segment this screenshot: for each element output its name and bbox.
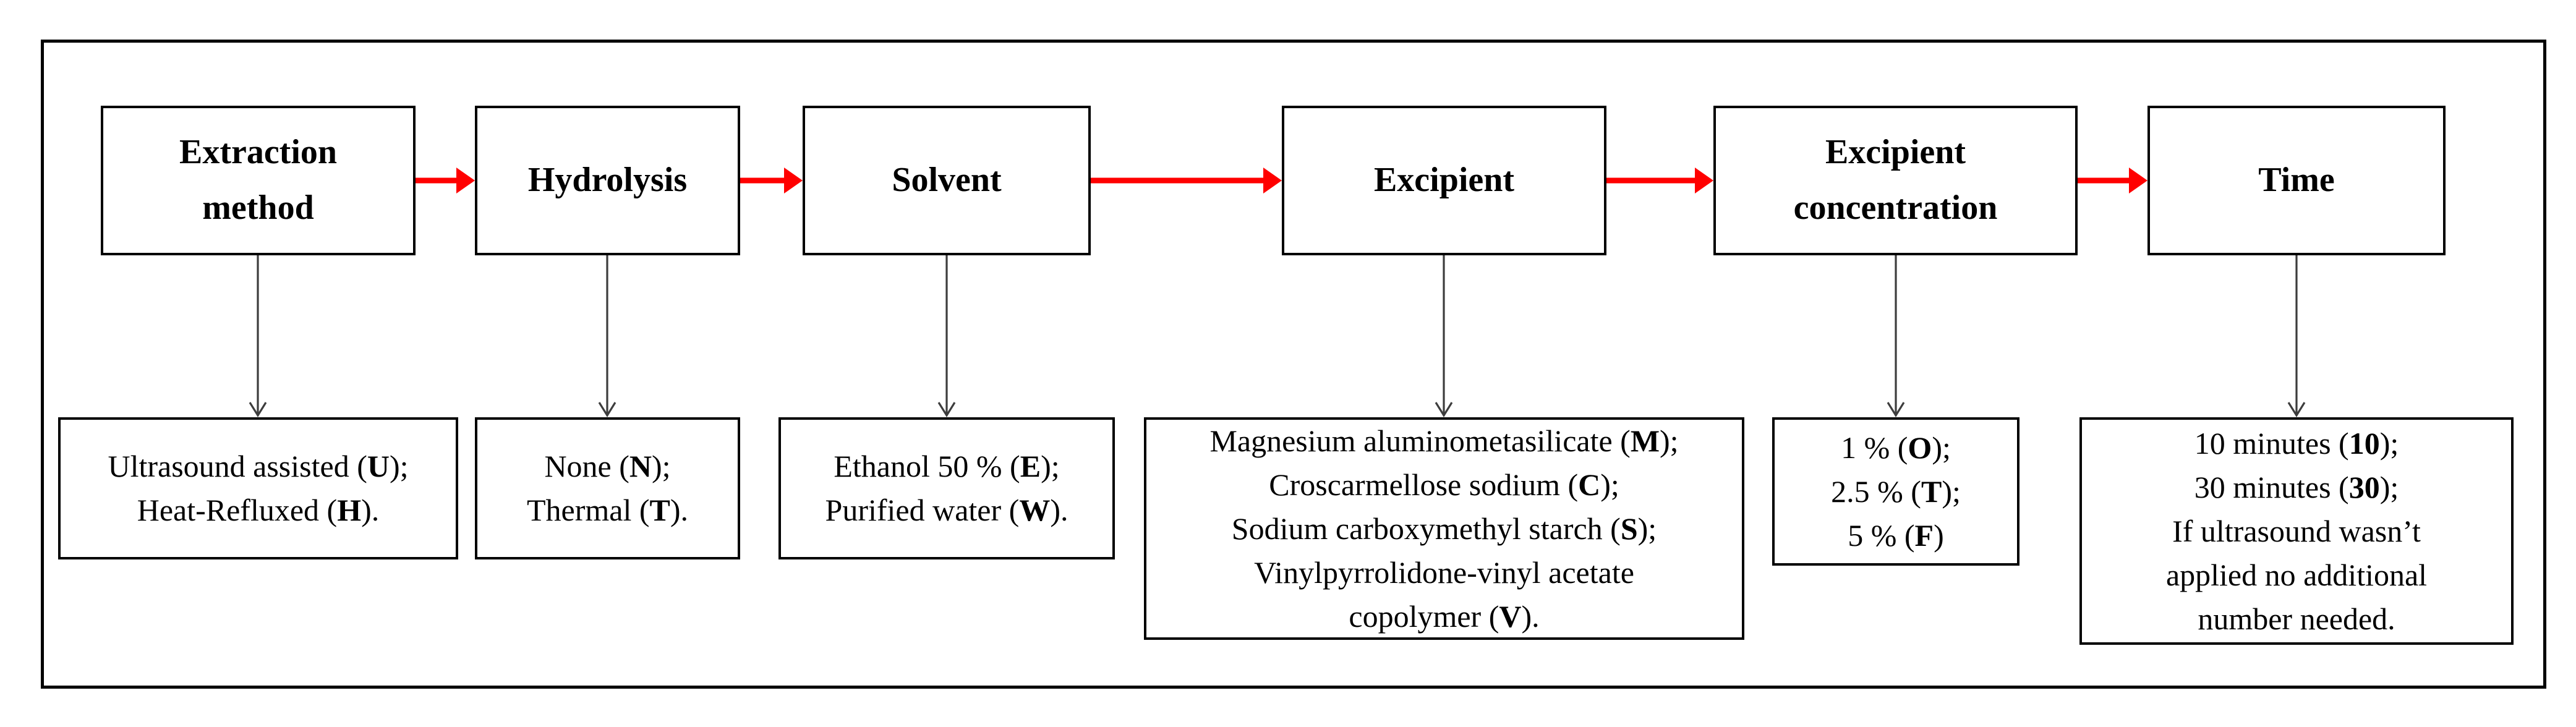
flow-arrow-icon-3 xyxy=(1091,167,1282,194)
down-arrow-icon-solvent xyxy=(937,255,956,418)
flow-arrow-icon-4 xyxy=(1606,167,1713,194)
step-box-excipient: Excipient xyxy=(1282,106,1606,255)
step-title-time: Time xyxy=(2258,161,2335,200)
option-line: 30 minutes (30); xyxy=(2194,469,2399,504)
figure-outer-border xyxy=(41,40,2546,689)
options-lines: 10 minutes (10); 30 minutes (30); If ultra… xyxy=(2082,422,2511,641)
option-line: Ultrasound assisted (U); xyxy=(108,449,409,483)
option-line: Magnesium aluminometasilicate (M); xyxy=(1209,423,1679,458)
step-box-excipient-concentration: Excipient concentration xyxy=(1713,106,2078,255)
options-box-excipient: Magnesium aluminometasilicate (M); Crosca… xyxy=(1144,417,1744,640)
step-title-excipient: Excipient xyxy=(1373,161,1515,200)
flow-arrow-icon-5 xyxy=(2078,167,2147,194)
option-line: Vinylpyrrolidone-vinyl acetate xyxy=(1254,555,1634,590)
option-line: 5 % (F) xyxy=(1848,517,1944,553)
options-box-excipient-concentration: 1 % (O); 2.5 % (T); 5 % (F) xyxy=(1772,417,2019,566)
step-title-solvent: Solvent xyxy=(892,161,1002,200)
option-line: Croscarmellose sodium (C); xyxy=(1269,467,1619,502)
options-lines: Magnesium aluminometasilicate (M); Crosca… xyxy=(1146,419,1742,639)
down-arrow-icon-hydrolysis xyxy=(598,255,616,418)
down-arrow-icon-excipient-concentration xyxy=(1887,255,1905,418)
step-box-hydrolysis: Hydrolysis xyxy=(475,106,740,255)
option-line: Thermal (T). xyxy=(526,493,689,527)
option-line: 1 % (O); xyxy=(1841,430,1951,465)
flow-arrow-icon-1 xyxy=(416,167,475,194)
step-box-extraction-method: Extraction method xyxy=(101,106,416,255)
options-box-hydrolysis: None (N); Thermal (T). xyxy=(475,417,740,559)
options-lines: Ultrasound assisted (U); Heat-Refluxed (H… xyxy=(61,444,456,532)
step-box-time: Time xyxy=(2147,106,2446,255)
step-box-solvent: Solvent xyxy=(803,106,1091,255)
down-arrow-icon-excipient xyxy=(1435,255,1453,418)
option-line: copolymer (V). xyxy=(1349,598,1540,634)
options-box-extraction-method: Ultrasound assisted (U); Heat-Refluxed (H… xyxy=(58,417,458,559)
option-line: Purified water (W). xyxy=(825,493,1068,527)
options-box-time: 10 minutes (10); 30 minutes (30); If ultra… xyxy=(2079,417,2514,645)
option-line: Ethanol 50 % (E); xyxy=(834,449,1060,483)
options-lines: Ethanol 50 % (E); Purified water (W). xyxy=(781,444,1112,532)
down-arrow-icon-extraction-method xyxy=(249,255,267,418)
step-title-extraction-method: Extraction method xyxy=(179,133,338,227)
options-lines: 1 % (O); 2.5 % (T); 5 % (F) xyxy=(1775,426,2017,558)
option-line: 10 minutes (10); xyxy=(2194,425,2399,461)
options-box-solvent: Ethanol 50 % (E); Purified water (W). xyxy=(778,417,1115,559)
option-line: If ultrasound wasn’t xyxy=(2172,513,2421,548)
down-arrow-icon-time xyxy=(2287,255,2306,418)
step-title-hydrolysis: Hydrolysis xyxy=(527,161,688,200)
options-lines: None (N); Thermal (T). xyxy=(477,444,738,532)
option-line: number needed. xyxy=(2198,601,2395,636)
flow-arrow-icon-2 xyxy=(740,167,803,194)
option-line: Heat-Refluxed (H). xyxy=(137,493,380,527)
option-line: 2.5 % (T); xyxy=(1831,474,1961,509)
option-line: applied no additional xyxy=(2165,557,2428,592)
option-line: Sodium carboxymethyl starch (S); xyxy=(1231,511,1657,546)
option-line: None (N); xyxy=(544,449,671,483)
step-title-excipient-concentration: Excipient concentration xyxy=(1793,133,1998,227)
